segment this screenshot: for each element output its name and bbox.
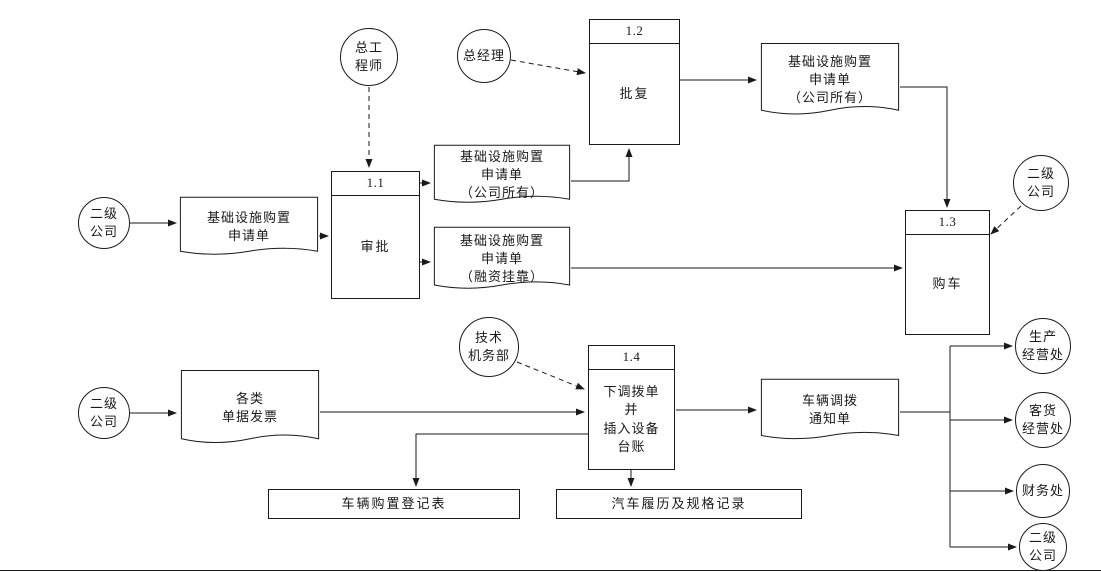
process-number: 1.4 — [589, 346, 674, 370]
document-various-invoices: 各类 单据发票 — [180, 369, 320, 460]
external-label: 二级 公司 — [89, 395, 118, 429]
flow-process-14-to-purchase-registry — [412, 433, 588, 487]
document-application-company-owned: 基础设施购置 申请单 （公司所有） — [433, 144, 571, 216]
external-label: 二级 公司 — [1026, 165, 1055, 199]
external-secondary-company-bottom-right: 二级 公司 — [1019, 523, 1067, 571]
external-label: 二级 公司 — [89, 205, 118, 239]
document-shape — [433, 144, 571, 216]
external-finance-office: 财务处 — [1016, 464, 1070, 518]
process-name: 批复 — [619, 85, 650, 101]
external-passenger-freight-operations-office: 客货 经营处 — [1015, 392, 1071, 448]
document-label: 基础设施购置 申请单 （公司所有） — [459, 148, 544, 201]
datastore-label: 车辆购置登记表 — [341, 495, 447, 511]
process-name: 下调拨单 并 插入设备 台账 — [603, 384, 660, 454]
flow-company-owned-doc-to-process-12 — [571, 148, 633, 182]
flow-approved-doc-to-process-13 — [900, 86, 951, 208]
external-production-operations-office: 生产 经营处 — [1015, 318, 1071, 374]
flow-tech-dept-to-process-14 — [516, 361, 585, 390]
external-secondary-company-right: 二级 公司 — [1013, 155, 1069, 211]
document-shape — [179, 196, 319, 268]
document-label: 各类 单据发票 — [221, 390, 278, 425]
external-label: 财务处 — [1021, 482, 1064, 498]
datastore-vehicle-history-spec-record: 汽车履历及规格记录 — [556, 489, 802, 519]
external-secondary-company-top-left: 二级 公司 — [78, 197, 130, 249]
process-1-1-approval: 1.1 审批 — [331, 171, 420, 299]
process-1-4-transfer-order: 1.4 下调拨单 并 插入设备 台账 — [588, 345, 675, 470]
document-label: 基础设施购置 申请单 （公司所有） — [787, 53, 872, 106]
document-shape — [433, 226, 571, 303]
process-number: 1.1 — [332, 172, 419, 196]
external-label: 客货 经营处 — [1021, 402, 1064, 436]
external-label: 总经理 — [462, 47, 505, 63]
process-name: 审批 — [360, 238, 391, 254]
process-number: 1.2 — [590, 20, 679, 44]
document-label: 基础设施购置 申请单 — [206, 209, 291, 243]
document-shape — [760, 42, 900, 131]
external-tech-machinery-dept: 技术 机务部 — [459, 317, 519, 377]
external-label: 生产 经营处 — [1021, 328, 1064, 362]
document-vehicle-transfer-notice: 车辆调拨 通知单 — [760, 378, 900, 453]
document-approved-application-company-owned: 基础设施购置 申请单 （公司所有） — [760, 42, 900, 131]
datastore-vehicle-purchase-registry: 车辆购置登记表 — [268, 489, 520, 519]
process-name: 购车 — [932, 276, 963, 292]
datastore-label: 汽车履历及规格记录 — [611, 495, 747, 511]
external-chief-engineer: 总工 程师 — [340, 28, 398, 86]
flow-company-right-to-process-13 — [990, 205, 1022, 235]
document-application-financing: 基础设施购置 申请单 （融资挂靠） — [433, 226, 571, 303]
process-number: 1.3 — [906, 211, 989, 235]
document-label: 基础设施购置 申请单 （融资挂靠） — [459, 232, 544, 285]
document-shape — [760, 378, 900, 453]
document-infrastructure-application: 基础设施购置 申请单 — [179, 196, 319, 268]
process-1-3-purchase-vehicle: 1.3 购车 — [905, 210, 990, 335]
flow-general-manager-to-process-12 — [510, 59, 586, 76]
external-label: 二级 公司 — [1028, 529, 1057, 563]
external-label: 总工 程师 — [354, 39, 383, 73]
external-general-manager: 总经理 — [457, 29, 511, 83]
external-secondary-company-bottom-left: 二级 公司 — [78, 387, 130, 439]
document-label: 车辆调拨 通知单 — [801, 393, 858, 427]
process-1-2-reply: 1.2 批复 — [589, 19, 680, 145]
external-label: 技术 机务部 — [467, 329, 510, 363]
document-shape — [180, 369, 320, 460]
